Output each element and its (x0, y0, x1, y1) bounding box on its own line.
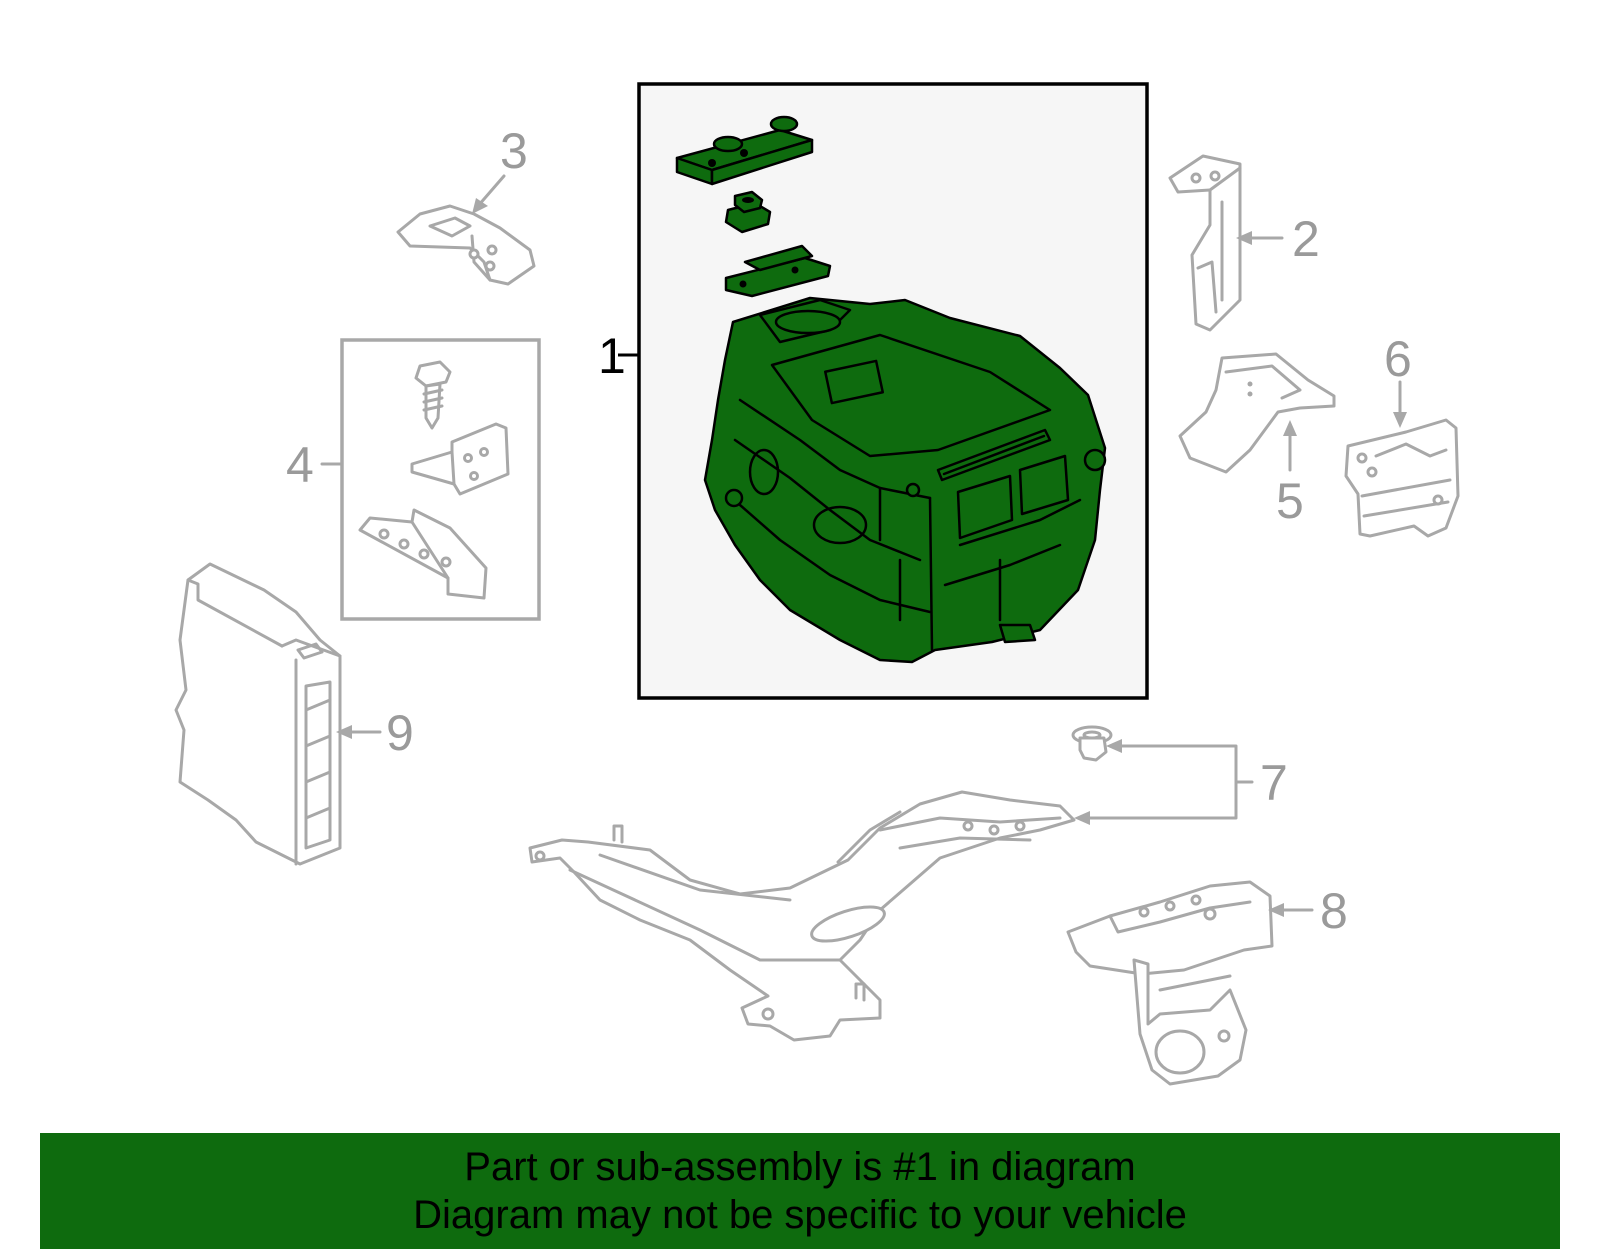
bolt-icon (414, 360, 452, 430)
part-7-group[interactable]: 7 (528, 725, 1288, 1042)
part-5-group[interactable]: 5 (1178, 352, 1336, 529)
bracket-6-icon (1344, 418, 1460, 538)
bracket-4b-icon (358, 508, 488, 600)
callout-7: 7 (1260, 755, 1288, 811)
part-9-group[interactable]: 9 (174, 562, 414, 866)
cover-plate-icon (675, 115, 814, 186)
callout-3: 3 (500, 123, 528, 179)
part-6-group[interactable]: 6 (1344, 331, 1460, 538)
control-module-icon (174, 562, 342, 866)
callout-5: 5 (1276, 473, 1304, 529)
bracket-4a-icon (410, 422, 510, 496)
info-banner: Part or sub-assembly is #1 in diagram Di… (40, 1133, 1560, 1249)
small-bracket-icon (724, 244, 832, 298)
callout-8: 8 (1320, 883, 1348, 939)
banner-line-2: Diagram may not be specific to your vehi… (413, 1193, 1187, 1237)
part-2-group[interactable]: 2 (1168, 154, 1320, 332)
crossmember-icon (528, 790, 1076, 1042)
callout-2: 2 (1292, 211, 1320, 267)
callout-4: 4 (286, 437, 314, 493)
engine-mount-icon (1066, 880, 1274, 1086)
part-4-group[interactable]: 4 (286, 338, 541, 621)
inverter-assembly-icon (703, 296, 1107, 664)
bracket-3-icon (396, 204, 536, 286)
part-3-group[interactable]: 3 (396, 123, 536, 286)
nut-icon (724, 190, 772, 234)
mount-bracket-2-icon (1168, 154, 1242, 332)
bracket-5-icon (1178, 352, 1336, 474)
banner-line-1: Part or sub-assembly is #1 in diagram (464, 1145, 1136, 1189)
callout-9: 9 (386, 705, 414, 761)
part-1-group[interactable]: 1 (598, 82, 1149, 700)
part-4-box (340, 338, 541, 621)
grommet-icon (1071, 725, 1113, 762)
callout-1: 1 (598, 328, 626, 384)
callout-6: 6 (1384, 331, 1412, 387)
part-8-group[interactable]: 8 (1066, 880, 1348, 1086)
